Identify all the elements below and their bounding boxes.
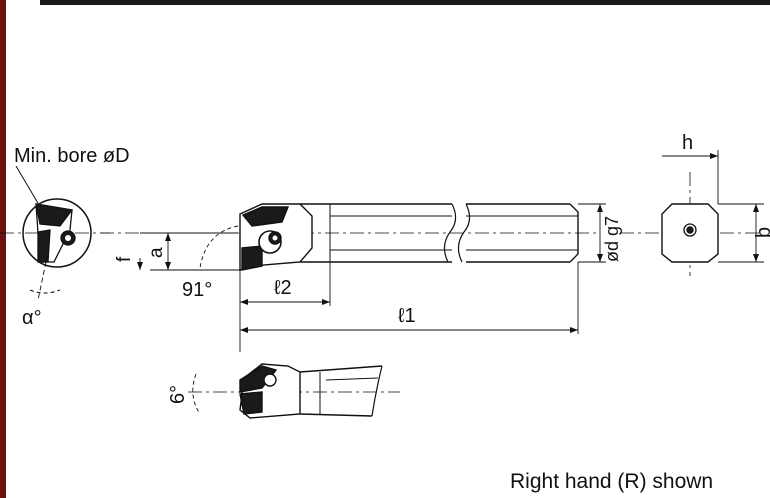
end-arrowheads xyxy=(710,153,759,262)
detail-top-edge xyxy=(299,365,383,373)
end-view xyxy=(620,150,764,276)
top-frame-bar xyxy=(40,0,770,5)
shank-end xyxy=(569,203,579,263)
shank-diameter-label: ød g7 xyxy=(602,216,622,262)
side-arrowheads xyxy=(137,204,603,333)
caption-label: Right hand (R) shown xyxy=(510,470,713,493)
clamp-screw-hole xyxy=(65,235,71,241)
break-line-left xyxy=(443,203,457,263)
angle-91-arc xyxy=(199,225,239,269)
min-bore-label: Min. bore øD xyxy=(14,145,130,167)
alpha-label: α° xyxy=(22,307,42,329)
angle-6-label: 6° xyxy=(167,385,189,404)
side-view xyxy=(100,203,600,271)
min-bore-leader xyxy=(15,165,43,211)
f-label: f xyxy=(114,256,135,262)
alpha-arc xyxy=(29,289,61,294)
coolant-hole-outer xyxy=(683,223,697,237)
head-shadow xyxy=(241,245,263,271)
l1-label: ℓ1 xyxy=(398,305,416,327)
coolant-hole xyxy=(686,226,694,234)
l2-label: ℓ2 xyxy=(274,277,292,299)
bar-shadow xyxy=(37,229,51,263)
angle-91-label: 91° xyxy=(182,279,212,301)
h-label: h xyxy=(682,132,693,154)
front-end-view xyxy=(0,165,110,301)
angle-6-arc xyxy=(192,373,201,415)
left-frame-bar xyxy=(0,0,6,498)
detail-flat-line xyxy=(325,377,379,381)
detail-break-line xyxy=(371,365,383,417)
side-insert xyxy=(241,206,290,227)
side-dimensions xyxy=(139,203,606,352)
alpha-line xyxy=(37,261,47,301)
insert-shape xyxy=(35,203,74,227)
break-line-right xyxy=(457,203,471,263)
head-screw-hole xyxy=(272,235,278,241)
detail-bottom-edge xyxy=(299,413,373,417)
a-label: a xyxy=(146,247,167,258)
bore-circle xyxy=(22,198,92,268)
detail-shadow xyxy=(239,391,263,415)
bottom-detail-view xyxy=(188,363,400,419)
detail-screw xyxy=(263,373,277,387)
b-label: b xyxy=(753,227,770,238)
